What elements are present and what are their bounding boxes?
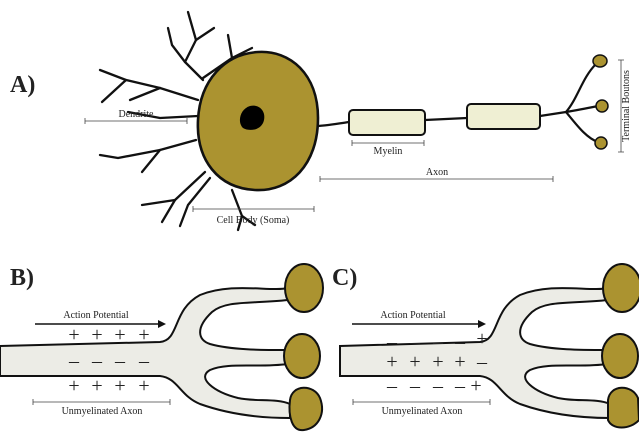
plus-charge: + (470, 375, 481, 397)
dendrite-label: Dendrite (119, 109, 155, 120)
plus-charge: + (409, 351, 420, 373)
myelin-label: Myelin (374, 146, 403, 157)
unmyelinated-axon-label: Unmyelinated Axon (62, 406, 143, 417)
axon-bracket (353, 399, 490, 405)
plus-charge: + (454, 351, 465, 373)
minus-charge: – (409, 375, 421, 397)
terminal-bouton (285, 264, 323, 312)
axon-segment (425, 118, 467, 120)
minus-charge: – (432, 331, 444, 353)
panel-b: B) Action Potential + + + + – – – – + + … (0, 264, 323, 430)
terminal-bouton (284, 334, 320, 378)
plus-charge: + (68, 324, 79, 346)
plus-charge: + (432, 351, 443, 373)
plus-charge: + (68, 375, 79, 397)
minus-charge: – (432, 375, 444, 397)
arrowhead (478, 320, 486, 328)
axon-segment (540, 112, 566, 116)
terminal-bouton (596, 100, 608, 112)
terminal-bouton (595, 137, 607, 149)
unmyelinated-axon-shape (340, 288, 610, 418)
plus-charge: + (138, 324, 149, 346)
plus-charge: + (386, 351, 397, 373)
minus-charge: – (138, 350, 150, 372)
plus-charge: + (476, 328, 487, 350)
plus-charge: + (114, 375, 125, 397)
cell-body-label: Cell Body (Soma) (217, 215, 290, 226)
minus-charge: – (454, 375, 466, 397)
unmyelinated-axon-label: Unmyelinated Axon (382, 406, 463, 417)
axon-label: Axon (426, 167, 448, 178)
minus-charge: – (476, 351, 488, 373)
minus-charge: – (454, 331, 466, 353)
terminal-bouton (603, 264, 639, 312)
panel-c-label: C) (332, 265, 357, 291)
minus-charge: – (114, 350, 126, 372)
axon-segment (315, 122, 349, 126)
minus-charge: – (409, 331, 421, 353)
minus-charge: – (386, 375, 398, 397)
terminal-boutons-label: Terminal Boutons (621, 70, 632, 142)
myelin-sheath (349, 110, 425, 135)
minus-charge: – (91, 350, 103, 372)
plus-charge: + (114, 324, 125, 346)
terminal-bouton (593, 55, 607, 67)
axon-bracket (33, 399, 170, 405)
plus-charge: + (91, 375, 102, 397)
arrowhead (158, 320, 166, 328)
terminal-bouton (608, 388, 639, 428)
minus-charge: – (68, 350, 80, 372)
myelin-sheath (467, 104, 540, 129)
terminal-bouton (290, 388, 323, 430)
terminal-branches (566, 64, 598, 142)
plus-charge: + (91, 324, 102, 346)
plus-charge: + (138, 375, 149, 397)
action-potential-label: Action Potential (380, 310, 445, 321)
minus-charge: – (386, 331, 398, 353)
panel-b-label: B) (10, 265, 34, 291)
panel-a: A) (10, 12, 632, 230)
terminal-bouton (602, 334, 638, 378)
panel-c: C) Action Potential – – – – + + + + + – … (332, 264, 639, 428)
panel-a-label: A) (10, 72, 35, 98)
action-potential-label: Action Potential (63, 310, 128, 321)
